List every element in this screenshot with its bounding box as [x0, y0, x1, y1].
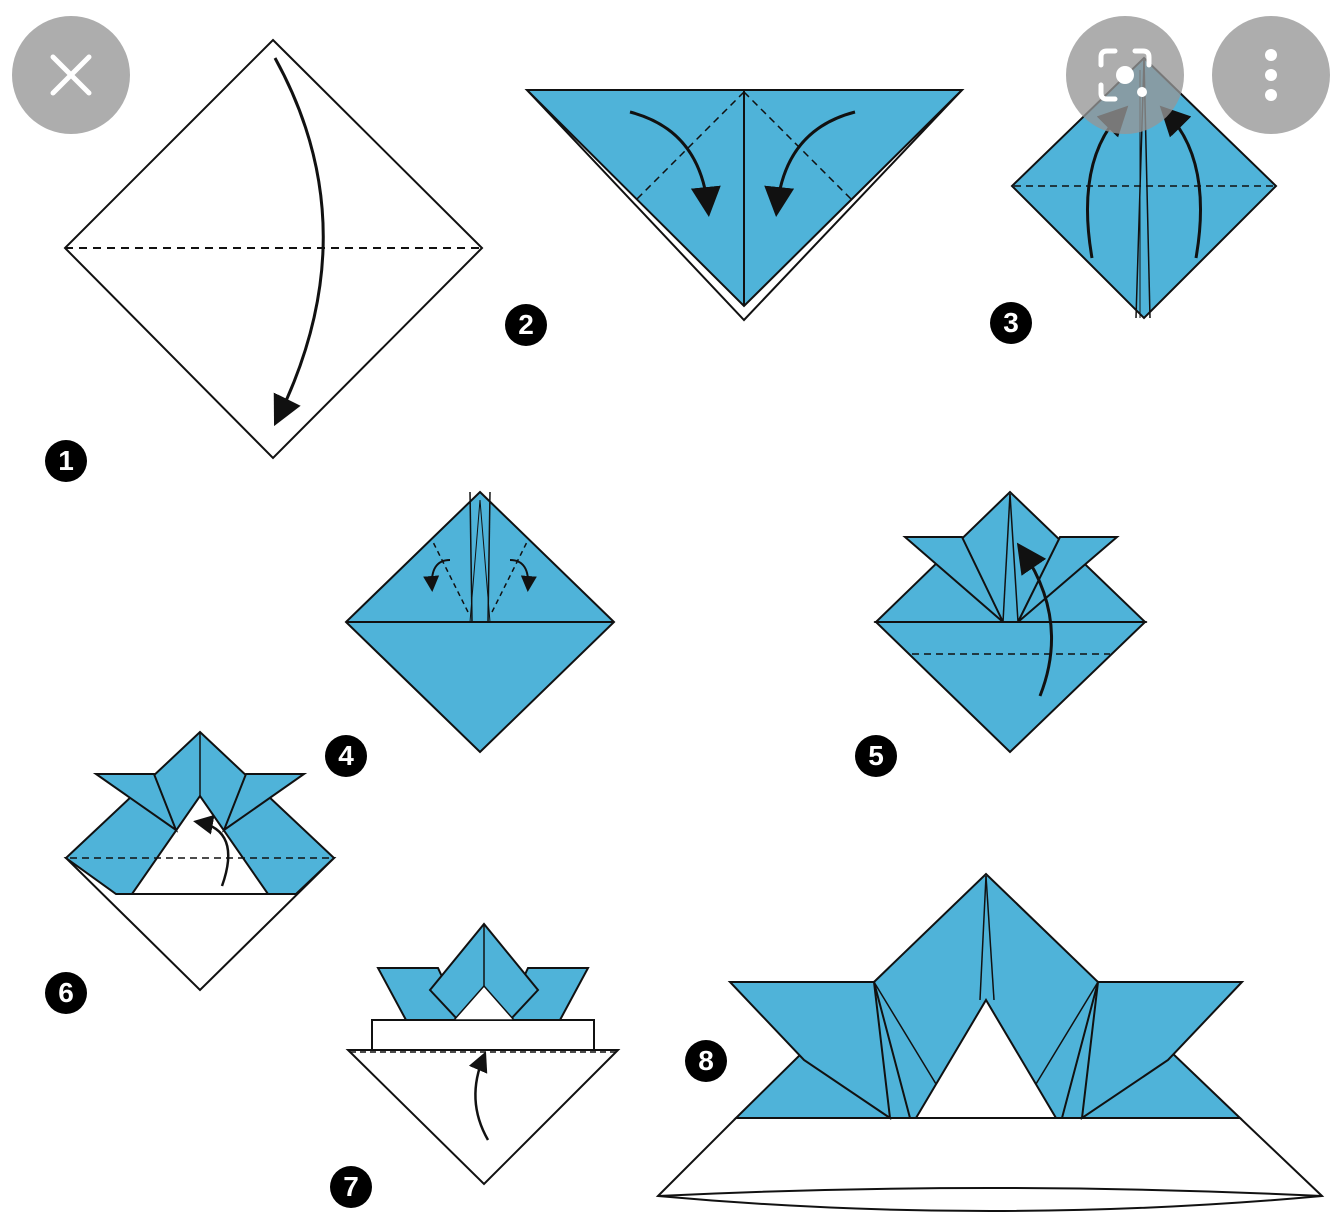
step-8-figure: [658, 874, 1322, 1211]
visual-search-icon: [1093, 43, 1157, 107]
step-6-figure: [66, 732, 334, 990]
step-2-figure: [527, 90, 962, 320]
step-1-figure: [65, 40, 482, 458]
step-number-2: 2: [505, 304, 547, 346]
close-icon: [43, 47, 99, 103]
visual-search-button[interactable]: [1066, 16, 1184, 134]
step-7-figure: [348, 924, 618, 1184]
step-number-6: 6: [45, 972, 87, 1014]
step-number-5: 5: [855, 735, 897, 777]
step-number-7: 7: [330, 1166, 372, 1208]
more-vertical-icon: [1261, 45, 1281, 105]
step-5-figure: [876, 492, 1145, 752]
close-button[interactable]: [12, 16, 130, 134]
step-4-figure: [346, 492, 614, 752]
step-number-8: 8: [685, 1040, 727, 1082]
step-number-4: 4: [325, 735, 367, 777]
step-number-1: 1: [45, 440, 87, 482]
step-number-3: 3: [990, 302, 1032, 344]
more-options-button[interactable]: [1212, 16, 1330, 134]
